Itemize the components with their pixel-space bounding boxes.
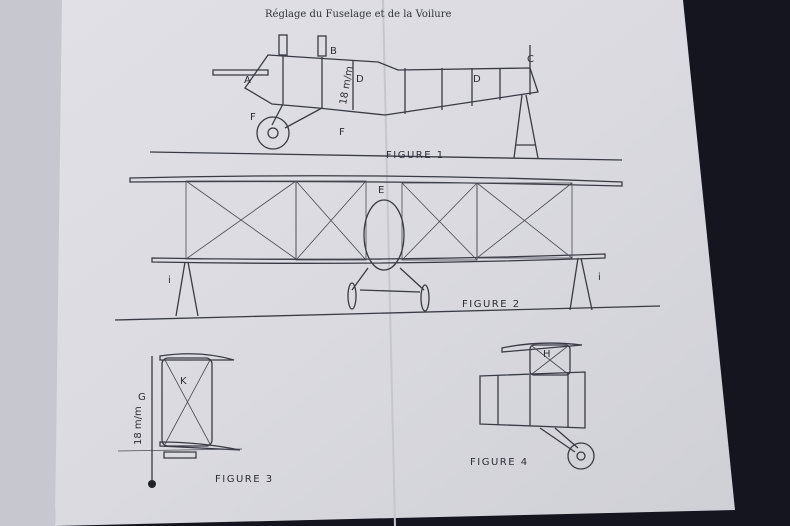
label-g: G <box>138 392 146 403</box>
figure-2-front-view: E i i FIGURE 2 <box>114 175 661 321</box>
label-f-rear: F <box>339 127 345 138</box>
figure-3-wing-section: K G 18 m/m FIGURE 3 <box>117 353 274 488</box>
label-i-right: i <box>598 272 601 283</box>
figure-4-detail-view: H FIGURE 4 <box>470 342 595 470</box>
left-page-edge <box>0 0 70 526</box>
figure-1-caption: FIGURE 1 <box>386 150 445 161</box>
label-h: H <box>543 349 551 360</box>
measure-18mm-fig3: 18 m/m <box>133 406 144 445</box>
figure-1-fuselage-side-view: A B C D D F F 18 m/m FIGURE 1 <box>149 34 623 161</box>
label-i-left: i <box>168 275 171 286</box>
label-a: A <box>244 75 251 86</box>
label-k: K <box>180 376 187 387</box>
label-c: C <box>527 54 534 65</box>
figure-2-caption: FIGURE 2 <box>462 299 521 310</box>
figure-3-caption: FIGURE 3 <box>215 474 274 485</box>
figure-4-caption: FIGURE 4 <box>470 457 529 468</box>
label-e: E <box>378 185 384 196</box>
label-d-front: D <box>356 74 364 85</box>
label-d-rear: D <box>473 74 481 85</box>
label-b: B <box>330 46 337 57</box>
page-title: Réglage du Fuselage et de la Voilure <box>265 9 452 20</box>
label-f-front: F <box>250 112 256 123</box>
